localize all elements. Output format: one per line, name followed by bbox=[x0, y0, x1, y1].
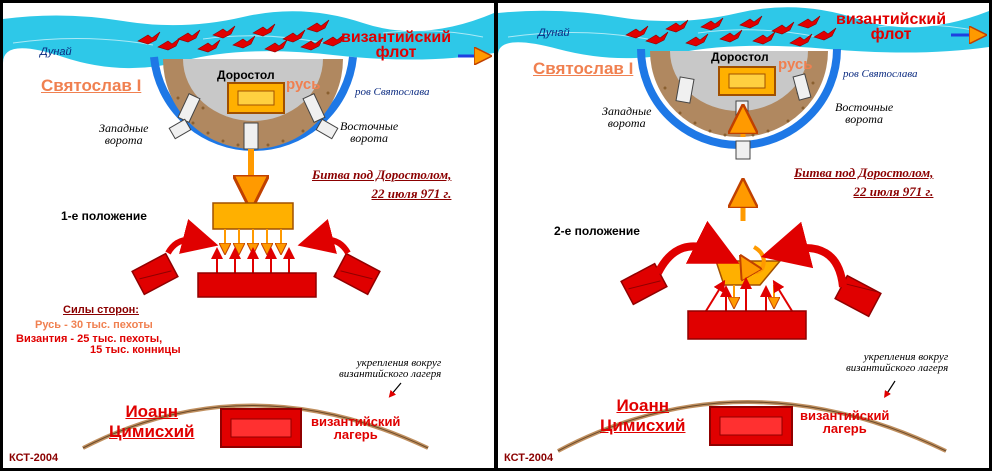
east-gate-label: Восточные ворота bbox=[835, 101, 893, 125]
fortifications-line1: укрепления вокруг bbox=[356, 357, 442, 369]
east-gate-line2: ворота bbox=[350, 131, 389, 145]
camp-label: византийский лагерь bbox=[800, 409, 889, 435]
battle-caption: Битва под Доростолом, 22 июля 971 г. bbox=[794, 163, 933, 201]
byzantine-fleet bbox=[137, 19, 346, 53]
battle-caption-line1: Битва под Доростолом, bbox=[312, 167, 452, 182]
east-gate-line2: ворота bbox=[845, 112, 884, 126]
west-gate-label: Западные ворота bbox=[99, 122, 148, 146]
west-tower bbox=[675, 76, 695, 104]
east-gate-marker bbox=[315, 118, 339, 140]
forces-title: Силы сторон: bbox=[63, 304, 139, 316]
map-panel-second-position: Дунай византийский флот Святослав I Доро… bbox=[498, 3, 989, 468]
east-tower bbox=[302, 93, 326, 123]
map-graphics bbox=[498, 7, 989, 453]
byzantine-infantry bbox=[687, 310, 807, 340]
map-panel-first-position: Дунай византийский флот Святослав I Доро… bbox=[3, 3, 494, 468]
fleet-label: византийский флот bbox=[836, 11, 947, 43]
moat-label: ров Святослава bbox=[355, 86, 430, 98]
tzimiskes-line1: Иоанн bbox=[616, 396, 670, 415]
west-gate-marker bbox=[168, 118, 192, 140]
camp-label-line1: византийский bbox=[800, 408, 890, 423]
west-gate-label: Западные ворота bbox=[602, 105, 651, 129]
position-label: 1-е положение bbox=[61, 209, 147, 223]
fleet-label: византийский флот bbox=[341, 29, 452, 61]
fortifications-line2: византийского лагеря bbox=[846, 362, 949, 374]
forces-byzantium-line2: 15 тыс. конницы bbox=[90, 344, 181, 356]
fortifications-line1: укрепления вокруг bbox=[863, 351, 949, 363]
danube-label: Дунай bbox=[538, 27, 570, 39]
byzantine-cavalry-left bbox=[620, 262, 668, 306]
forces-byzantium: Византия - 25 тыс. пехоты, 15 тыс. конни… bbox=[16, 334, 181, 356]
tzimiskes-line1: Иоанн bbox=[125, 402, 179, 421]
svyatoslav-label: Святослав I bbox=[533, 59, 634, 78]
byzantine-cavalry-right bbox=[333, 252, 381, 296]
fleet-label-line2: флот bbox=[375, 44, 417, 61]
west-gate-line1: Западные bbox=[602, 104, 652, 118]
rus-label: русь bbox=[778, 56, 813, 73]
fortifications-label: укрепления вокруг византийского лагеря bbox=[846, 352, 948, 374]
forces-rus: Русь - 30 тыс. пехоты bbox=[35, 319, 153, 331]
west-gate-line2: ворота bbox=[104, 133, 143, 147]
west-gate-line2: ворота bbox=[607, 116, 646, 130]
east-gate-line1: Восточные bbox=[340, 119, 399, 133]
byzantine-infantry bbox=[197, 272, 317, 298]
tzimiskes-label: Иоанн Цимисхий bbox=[600, 396, 685, 436]
fleet-label-line1: византийский bbox=[836, 11, 947, 28]
camp-label: византийский лагерь bbox=[311, 415, 400, 441]
south-gate-marker bbox=[735, 100, 749, 122]
fortifications-label: укрепления вокруг византийского лагеря bbox=[339, 358, 441, 380]
cavalry-flank-arrow-right bbox=[297, 219, 351, 255]
sortie-gate-marker bbox=[735, 140, 751, 160]
battle-caption-line1: Битва под Доростолом, bbox=[794, 165, 934, 180]
camp-label-line2: лагерь bbox=[333, 427, 378, 442]
cavalry-flank-arrow-left bbox=[165, 219, 219, 255]
byzantine-fleet bbox=[625, 15, 837, 47]
byzantine-cavalry-left bbox=[131, 252, 179, 296]
west-gate-line1: Западные bbox=[99, 121, 149, 135]
battle-caption-line2: 22 июля 971 г. bbox=[853, 184, 934, 199]
moat-label: ров Святослава bbox=[843, 68, 918, 80]
tzimiskes-line2: Цимисхий bbox=[600, 416, 686, 435]
map-graphics bbox=[3, 11, 494, 450]
dorostol-label: Доростол bbox=[711, 50, 769, 64]
tzimiskes-line2: Цимисхий bbox=[109, 422, 195, 441]
fortifications-line2: византийского лагеря bbox=[339, 368, 442, 380]
cavalry-flank-arrow-right bbox=[760, 221, 847, 288]
fleet-label-line2: флот bbox=[870, 26, 912, 43]
fleet-label-line1: византийский bbox=[341, 29, 452, 46]
battle-caption-line2: 22 июля 971 г. bbox=[371, 186, 452, 201]
rus-formation bbox=[212, 202, 294, 230]
tzimiskes-label: Иоанн Цимисхий bbox=[109, 402, 194, 442]
credit-label: КСТ-2004 bbox=[9, 452, 59, 464]
credit-label: КСТ-2004 bbox=[504, 452, 554, 464]
danube-river bbox=[3, 11, 494, 69]
dorostol-label: Доростол bbox=[217, 68, 275, 82]
forces-byzantium-line1: Византия - 25 тыс. пехоты, bbox=[16, 333, 163, 345]
danube-label: Дунай bbox=[40, 46, 72, 58]
east-tower bbox=[792, 73, 812, 101]
battle-caption: Битва под Доростолом, 22 июля 971 г. bbox=[312, 165, 451, 203]
rus-label: русь bbox=[286, 76, 321, 93]
danube-river bbox=[498, 7, 989, 59]
camp-label-line2: лагерь bbox=[822, 421, 867, 436]
svyatoslav-label: Святослав I bbox=[41, 76, 142, 95]
south-gate-marker bbox=[243, 122, 259, 150]
east-gate-label: Восточные ворота bbox=[340, 120, 398, 144]
cavalry-flank-arrow-left bbox=[654, 220, 740, 275]
camp-label-line1: византийский bbox=[311, 414, 401, 429]
east-gate-line1: Восточные bbox=[835, 100, 894, 114]
position-label: 2-е положение bbox=[554, 224, 640, 238]
